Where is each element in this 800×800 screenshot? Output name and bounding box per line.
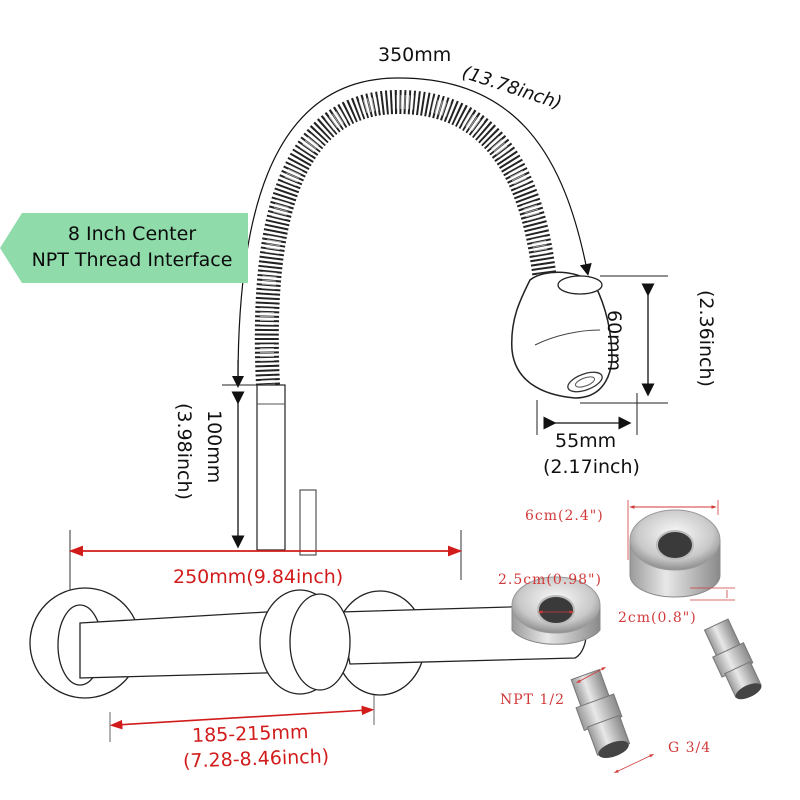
- adapter-fitting-bottom: [570, 668, 631, 758]
- flange-thickness-label: 2cm(0.8"): [618, 610, 697, 626]
- npt-thread-dimension: [575, 666, 607, 684]
- thread-interface-callout: 8 Inch Center NPT Thread Interface: [0, 213, 248, 283]
- spray-head-height-mm: 60mm: [603, 310, 625, 372]
- g-thread-label: G 3/4: [668, 740, 712, 756]
- g-thread-dimension: [613, 753, 655, 774]
- flange-outer-label: 6cm(2.4"): [525, 508, 604, 524]
- callout-line-1: 8 Inch Center: [67, 223, 197, 245]
- flange-large: [629, 509, 721, 598]
- spray-head-width-mm: 55mm: [555, 430, 617, 452]
- overall-width-label: 250mm(9.84inch): [173, 566, 344, 588]
- flange-small: [511, 576, 601, 645]
- spray-head: [511, 271, 613, 399]
- spout-height-mm: 100mm: [203, 410, 225, 484]
- spray-head-width-inch: (2.17inch): [543, 456, 640, 478]
- wall-mount-body: [29, 587, 587, 699]
- flange-inner-label: 2.5cm(0.98"): [498, 572, 602, 588]
- spout-height-inch: (3.98inch): [173, 403, 195, 500]
- flexible-hose: [254, 89, 557, 386]
- adapter-fitting-right: [703, 618, 762, 700]
- npt-thread-label: NPT 1/2: [500, 692, 565, 708]
- spout-pipe: [256, 384, 317, 556]
- spray-head-height-inch: (2.36inch): [695, 290, 717, 387]
- center-distance-dimension: [109, 705, 375, 730]
- callout-line-2: NPT Thread Interface: [31, 249, 233, 271]
- hose-length-mm: 350mm: [378, 44, 452, 66]
- center-distance-mm: 185-215mm: [191, 720, 309, 748]
